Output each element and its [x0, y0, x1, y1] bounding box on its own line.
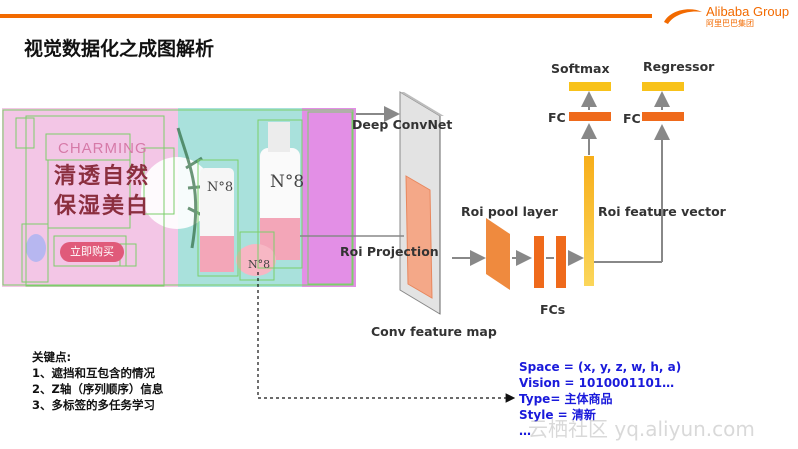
attribute-list: Space = (x, y, z, w, h, a) Vision = 1010…: [519, 359, 681, 439]
header-accent-bar: [0, 14, 652, 18]
fc-left-label: FC: [548, 110, 566, 125]
attribute-vision: Vision = 1010001101…: [519, 376, 675, 390]
roi-pool-layer-label: Roi pool layer: [461, 204, 558, 219]
fc-right-box: [642, 112, 684, 121]
alibaba-logo-icon: [664, 9, 702, 24]
regressor-label: Regressor: [643, 59, 715, 74]
fc-right-label: FC: [623, 111, 641, 126]
banner-graphics: [2, 109, 354, 287]
banner-slogan-line1: 清透自然: [54, 164, 151, 189]
logo-subtitle: 阿里巴巴集团: [706, 19, 754, 28]
key-point-item: 3、多标签的多任务学习: [32, 398, 156, 412]
watermark-text: 云栖社区 yq.aliyun.com: [528, 417, 755, 441]
attribute-style: Style = 清新: [519, 408, 596, 422]
banner-slogan-line2: 保湿美白: [54, 194, 151, 219]
key-points-heading: 关键点:: [32, 350, 72, 364]
ad-banner-image: CHARMING 清透自然 保湿美白 立即购买 N°8 N°8 N°8: [2, 108, 356, 287]
softmax-box: [569, 82, 611, 91]
key-point-item: 2、Z轴（序列顺序）信息: [32, 382, 164, 396]
deep-convnet-label: Deep ConvNet: [352, 117, 453, 132]
fcs-label: FCs: [540, 302, 566, 317]
fc-left-box: [569, 112, 611, 121]
regressor-box: [642, 82, 684, 91]
banner-brand-text: CHARMING: [58, 140, 148, 157]
fc-layer-1: [534, 236, 544, 288]
logo-name: Alibaba Group: [706, 4, 790, 19]
page-title: 视觉数据化之成图解析: [24, 38, 215, 60]
key-point-item: 1、遮挡和互包含的情况: [32, 366, 156, 380]
conv-feature-map-label: Conv feature map: [371, 324, 497, 339]
roi-projection-label: Roi Projection: [340, 244, 439, 259]
softmax-label: Softmax: [551, 61, 610, 76]
key-points-list: 关键点: 1、遮挡和互包含的情况 2、Z轴（序列顺序）信息 3、多标签的多任务学…: [32, 349, 163, 413]
roi-feature-vector-bar: [584, 156, 594, 286]
product-mark-2: N°8: [270, 172, 305, 192]
buy-now-button: 立即购买: [60, 242, 124, 262]
roi-feature-vector-label: Roi feature vector: [598, 204, 726, 219]
attribute-space: Space = (x, y, z, w, h, a): [519, 360, 682, 374]
banner-purple-panel: [302, 108, 356, 287]
roi-projection-patch: [405, 175, 433, 299]
product-mark-1: N°8: [207, 180, 234, 195]
fc-layer-2: [556, 236, 566, 288]
banner-slogan: 清透自然 保湿美白: [54, 162, 150, 222]
attribute-ellipsis: …: [519, 424, 531, 438]
roi-pool-block: [486, 218, 510, 290]
attribute-type: Type= 主体商品: [519, 392, 613, 406]
product-mark-3: N°8: [248, 258, 271, 271]
